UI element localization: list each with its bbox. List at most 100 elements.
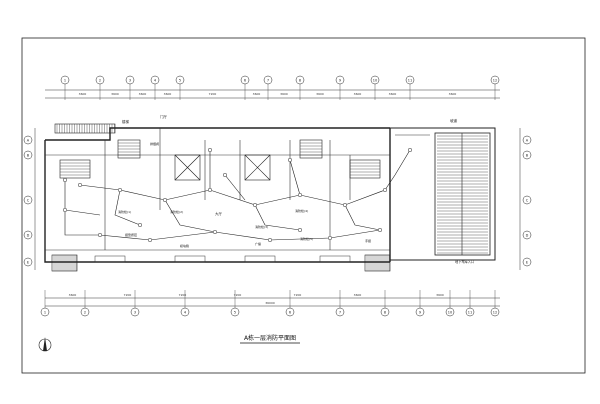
axis-label-side: C xyxy=(27,198,30,202)
axis-label-top: 3 xyxy=(129,78,131,82)
axis-label-side: B xyxy=(27,153,30,157)
axis-bubble-side xyxy=(23,230,33,240)
dimension-text-top: 3600 xyxy=(79,92,87,96)
dimension-text-bottom: 3600 xyxy=(69,293,77,297)
room-label-lobby: 门厅 xyxy=(160,114,167,119)
device-note: 消防栓(3) xyxy=(255,224,268,229)
axis-bubble-side xyxy=(23,150,33,160)
dimension-text-top: 3600 xyxy=(139,92,147,96)
drawing-border xyxy=(21,37,586,374)
smoke-detector-icon xyxy=(252,202,258,208)
device-note: 手报 xyxy=(365,238,371,243)
axis-label-top: 9 xyxy=(339,78,341,82)
smoke-detector-icon xyxy=(207,147,213,153)
axis-label-top: 7 xyxy=(267,78,269,82)
axis-label-bottom: 7 xyxy=(339,310,341,314)
axis-label-top: 8 xyxy=(299,78,301,82)
axis-bubble-side xyxy=(23,195,33,205)
smoke-detector-icon xyxy=(267,237,273,243)
dimension-text-top: 3600 xyxy=(111,92,119,96)
device-note: 消防栓(4) xyxy=(295,208,308,213)
dimension-text-bottom: 7200 xyxy=(124,293,132,297)
axis-label-bottom: 12 xyxy=(493,310,497,314)
axis-label-top: 2 xyxy=(99,78,101,82)
axis-label-side: E xyxy=(526,260,528,264)
room-label-ramp: 坡道 xyxy=(450,118,458,123)
room-label-hall: 大厅 xyxy=(215,211,222,216)
device-note: 消防栓(5) xyxy=(300,236,313,241)
north-arrow-icon xyxy=(38,337,52,352)
device-note: 排烟阀 xyxy=(150,141,159,146)
smoke-detector-icon xyxy=(162,197,168,203)
smoke-detector-icon xyxy=(117,187,123,193)
smoke-detector-icon xyxy=(222,172,228,178)
axis-bubble-side xyxy=(522,230,532,240)
axis-label-top: 11 xyxy=(408,78,412,82)
axis-label-bottom: 10 xyxy=(448,310,452,314)
axis-label-side: A xyxy=(526,138,529,142)
axis-label-top: 5 xyxy=(179,78,181,82)
smoke-detector-icon xyxy=(382,187,388,193)
bottom-windows xyxy=(94,255,351,263)
smoke-detector-icon xyxy=(342,202,348,208)
axis-label-top: 4 xyxy=(154,78,157,82)
smoke-detector-icon xyxy=(287,157,293,163)
axis-bubble-side xyxy=(522,135,532,145)
axis-bubble-side xyxy=(23,257,33,267)
axis-label-bottom: 1 xyxy=(44,310,46,314)
dimension-text-bottom: 7200 xyxy=(179,293,187,297)
device-note: 模块箱 xyxy=(180,243,189,248)
smoke-detector-icon xyxy=(77,182,83,188)
dimension-text-bottom: 3600 xyxy=(436,293,444,297)
fire-alarm-wiring xyxy=(64,149,411,241)
axis-label-bottom: 11 xyxy=(468,310,472,314)
axis-label-side: C xyxy=(526,198,529,202)
device-note: 报警按钮 xyxy=(125,232,137,237)
axis-label-bottom: 4 xyxy=(184,310,187,314)
entrance-canopy xyxy=(54,123,116,134)
room-label-stair: 楼梯 xyxy=(122,119,129,124)
axis-label-side: A xyxy=(27,138,30,142)
axis-label-side: E xyxy=(27,260,29,264)
dimension-text-top: 3600 xyxy=(164,92,172,96)
building-walls xyxy=(44,127,391,263)
smoke-detector-icon xyxy=(327,235,333,241)
smoke-detector-icon xyxy=(297,192,303,198)
axis-label-bottom: 3 xyxy=(134,310,136,314)
ramp-block xyxy=(389,127,496,261)
device-note: 消防栓(1) xyxy=(118,209,131,214)
axis-bubble-side xyxy=(522,195,532,205)
axis-label-side: D xyxy=(526,233,529,237)
dimension-text-top: 3600 xyxy=(316,92,324,96)
dimension-text-top: 3600 xyxy=(449,92,457,96)
axis-label-top: 10 xyxy=(373,78,377,82)
smoke-detector-icon xyxy=(97,232,103,238)
dimension-text-top: 3600 xyxy=(280,92,288,96)
device-note: 消防栓(2) xyxy=(170,209,183,214)
axis-label-bottom: 5 xyxy=(234,310,236,314)
axis-label-bottom: 8 xyxy=(384,310,386,314)
dimension-text-bottom: 7200 xyxy=(234,293,242,297)
axis-label-top: 12 xyxy=(493,78,497,82)
dimension-text-bottom: 3600 xyxy=(354,293,362,297)
dimension-text-top: 3600 xyxy=(354,92,362,96)
alarm-devices xyxy=(62,147,413,243)
smoke-detector-icon xyxy=(212,229,218,235)
smoke-detector-icon xyxy=(297,227,303,233)
smoke-detector-icon xyxy=(407,147,413,153)
axis-label-bottom: 6 xyxy=(289,310,291,314)
smoke-detector-icon xyxy=(207,187,213,193)
dimension-text-top: 3600 xyxy=(389,92,397,96)
ramp-note: 地下车库入口 xyxy=(455,259,474,264)
axis-label-side: B xyxy=(526,153,529,157)
axis-bubble-side xyxy=(23,135,33,145)
smoke-detector-icon xyxy=(147,237,153,243)
stair-treads xyxy=(60,142,380,176)
dimension-lines xyxy=(34,89,521,307)
